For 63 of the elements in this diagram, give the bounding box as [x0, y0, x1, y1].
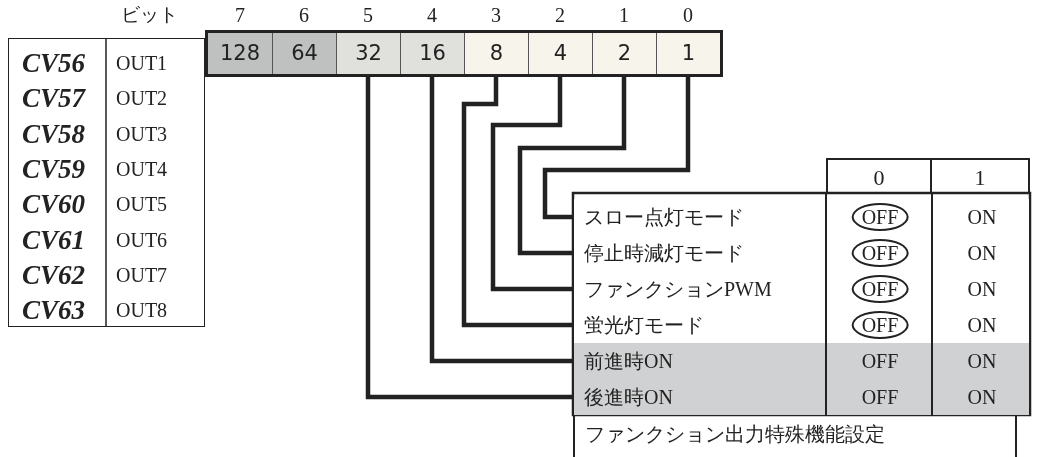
bit-number: 2 [554, 3, 566, 28]
connector-line [429, 75, 573, 364]
output-name: OUT3 [116, 121, 168, 147]
bit-cell: 128 [208, 33, 272, 74]
output-name: OUT6 [116, 227, 168, 253]
bit-number: 4 [426, 3, 438, 28]
cv-number: CV59 [22, 152, 86, 185]
table-row [574, 343, 1029, 379]
output-name: OUT7 [116, 262, 168, 288]
bit-number: 5 [362, 3, 374, 28]
on-value: ON [967, 313, 997, 337]
function-name: 前進時ON [584, 349, 673, 374]
header-cell: 0 [826, 158, 932, 193]
output-name: OUT4 [116, 156, 168, 182]
on-value: ON [967, 241, 997, 265]
function-name: 後進時ON [584, 385, 673, 410]
connector-line [461, 75, 573, 328]
caption-box: ファンクション出力特殊機能設定 [573, 415, 1017, 457]
on-value: ON [967, 205, 997, 229]
circled-value: OFF [851, 311, 909, 339]
bit-number: 1 [618, 3, 630, 28]
bit-cell: 4 [528, 33, 592, 74]
function-name: ファンクションPWM [584, 277, 772, 302]
cv-number: CV58 [22, 117, 86, 150]
bit-number: 3 [490, 3, 502, 28]
bit-number: 6 [298, 3, 310, 28]
table-row [574, 307, 1029, 343]
cv-number: CV62 [22, 258, 86, 291]
bit-number: 7 [234, 3, 246, 28]
cv-number: CV56 [22, 47, 86, 79]
output-name: OUT1 [116, 51, 168, 76]
output-name: OUT8 [116, 298, 168, 324]
bit-cell: 16 [400, 33, 464, 74]
cv-number: CV61 [22, 223, 86, 256]
function-name: 蛍光灯モード [584, 313, 704, 338]
output-name: OUT5 [116, 192, 168, 218]
bit-cell: 32 [336, 33, 400, 74]
table-row [574, 379, 1029, 415]
bit-heading: ビット [120, 3, 178, 27]
on-value: ON [967, 277, 997, 301]
cv-number: CV63 [22, 294, 86, 327]
off-value: OFF [860, 349, 900, 373]
function-name: 停止時減灯モード [584, 241, 744, 266]
circled-value: OFF [851, 239, 909, 267]
cv-number: CV57 [22, 82, 86, 115]
bit-number: 0 [682, 3, 694, 28]
output-name: OUT2 [116, 86, 168, 112]
circled-value: OFF [851, 203, 909, 231]
bit-cell: 64 [272, 33, 336, 74]
connector-line [365, 75, 573, 400]
function-name: スロー点灯モード [584, 205, 744, 230]
bit-cell: 1 [656, 33, 720, 74]
off-value: OFF [860, 385, 900, 409]
cv-number: CV60 [22, 188, 86, 221]
bit-cell: 8 [464, 33, 528, 74]
on-value: ON [967, 385, 997, 409]
header-cell: 1 [932, 158, 1030, 193]
connector-line [517, 75, 627, 256]
bit-cell: 2 [592, 33, 656, 74]
connector-line [490, 75, 573, 292]
on-value: ON [967, 349, 997, 373]
connector-line [542, 75, 691, 220]
circled-value: OFF [851, 275, 909, 303]
